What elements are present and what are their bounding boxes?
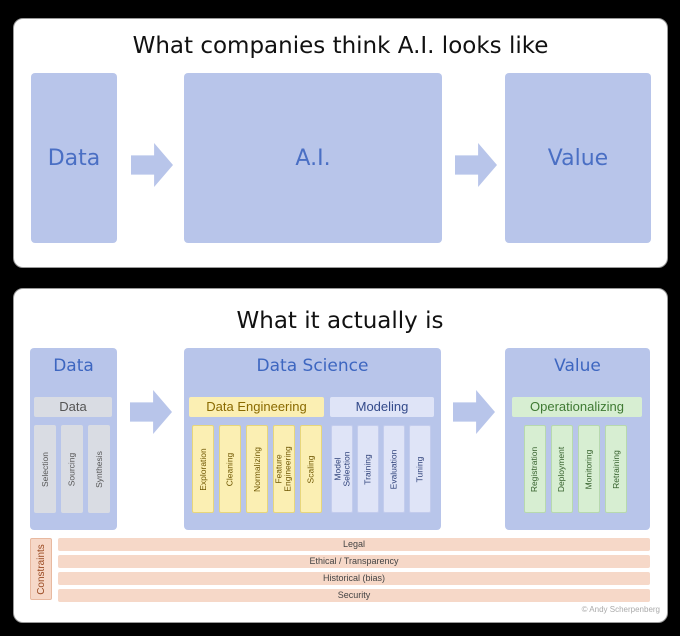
credit-text: © Andy Scherpenberg bbox=[581, 605, 660, 614]
modeling-subheader: Modeling bbox=[330, 397, 434, 417]
column-synthesis: Synthesis bbox=[88, 425, 110, 513]
column-evaluation: Evaluation bbox=[383, 425, 405, 513]
data-engineering-subheader: Data Engineering bbox=[189, 397, 324, 417]
column-registration: Registration bbox=[524, 425, 546, 513]
constraint-ethical: Ethical / Transparency bbox=[58, 555, 650, 568]
constraints-label: Constraints bbox=[30, 538, 52, 600]
column-selection: Selection bbox=[34, 425, 56, 513]
top-title: What companies think A.I. looks like bbox=[132, 33, 549, 59]
column-sourcing: Sourcing bbox=[61, 425, 83, 513]
data-section-title: Data bbox=[53, 356, 94, 376]
value-section-title: Value bbox=[554, 356, 601, 376]
top-value-box: Value bbox=[505, 73, 651, 243]
operationalizing-subheader: Operationalizing bbox=[512, 397, 642, 417]
top-panel: What companies think A.I. looks like Dat… bbox=[13, 18, 668, 268]
top-data-box: Data bbox=[31, 73, 117, 243]
column-cleaning: Cleaning bbox=[219, 425, 241, 513]
constraint-historical: Historical (bias) bbox=[58, 572, 650, 585]
column-model-selection: Model Selection bbox=[331, 425, 353, 513]
column-exploration: Exploration bbox=[192, 425, 214, 513]
constraint-legal: Legal bbox=[58, 538, 650, 551]
column-feature-engineering: Feature Engineering bbox=[273, 425, 295, 513]
column-deployment: Deployment bbox=[551, 425, 573, 513]
column-monitoring: Monitoring bbox=[578, 425, 600, 513]
column-training: Training bbox=[357, 425, 379, 513]
column-normalizing: Normalizing bbox=[246, 425, 268, 513]
bottom-title: What it actually is bbox=[236, 308, 444, 334]
top-ai-box: A.I. bbox=[184, 73, 442, 243]
column-scaling: Scaling bbox=[300, 425, 322, 513]
column-retraining: Retraining bbox=[605, 425, 627, 513]
data-science-title: Data Science bbox=[256, 356, 369, 376]
top-arrow-1 bbox=[131, 143, 173, 187]
constraint-security: Security bbox=[58, 589, 650, 602]
data-subheader: Data bbox=[34, 397, 112, 417]
top-arrow-2 bbox=[455, 143, 497, 187]
column-tuning: Tuning bbox=[409, 425, 431, 513]
